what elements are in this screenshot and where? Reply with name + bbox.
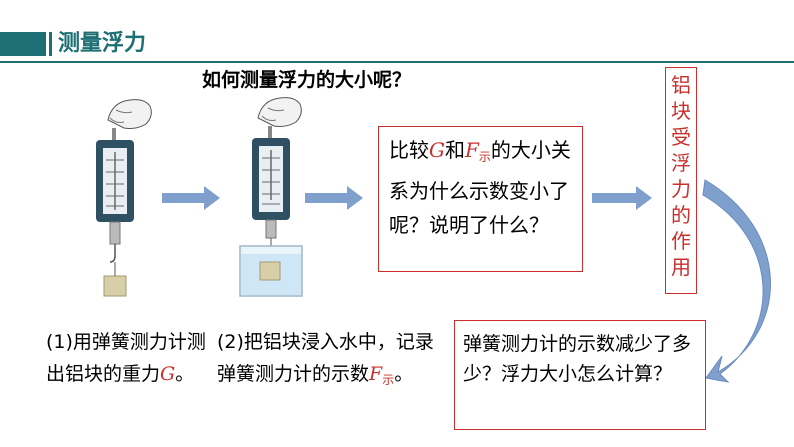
buoyancy-conclusion-box: 铝 块 受 浮 力 的 作 用 <box>665 67 697 294</box>
curved-arrow-icon <box>702 179 771 383</box>
step1-caption: (1)用弹簧测力计测出铝块的重力G。 <box>46 331 206 385</box>
page-title: 测量浮力 <box>58 31 147 56</box>
header-accent-bar <box>0 32 46 56</box>
arrow-right-icon-2 <box>305 186 363 210</box>
arrow-shapes <box>162 186 652 210</box>
arrow-right-icon-1 <box>162 186 220 210</box>
compare-prefix: 比较 <box>389 138 429 162</box>
header-accent-stripe <box>49 32 52 56</box>
symbol-f: F示 <box>464 138 491 164</box>
compare-question-box: 比较G和F示的大小关系为什么示数变小了呢？说明了什么？ <box>378 126 583 272</box>
spring-scale-1-illustration <box>96 99 152 297</box>
arrow-right-icon-3 <box>592 186 652 210</box>
step2-caption: (2)把铝块浸入水中，记录弹簧测力计的示数F示。 <box>217 331 434 387</box>
symbol-g: G <box>429 138 445 162</box>
calculation-question-box: 弹簧测力计的示数减少了多少？浮力大小怎么计算？ <box>454 320 706 430</box>
header-divider <box>0 61 794 63</box>
question-heading: 如何测量浮力的大小呢？ <box>202 69 412 91</box>
spring-scale-2-illustration <box>239 97 303 297</box>
compare-and: 和 <box>444 138 465 162</box>
compare-rest: 的大小关系为什么示数变小了呢？说明了什么？ <box>389 138 571 237</box>
